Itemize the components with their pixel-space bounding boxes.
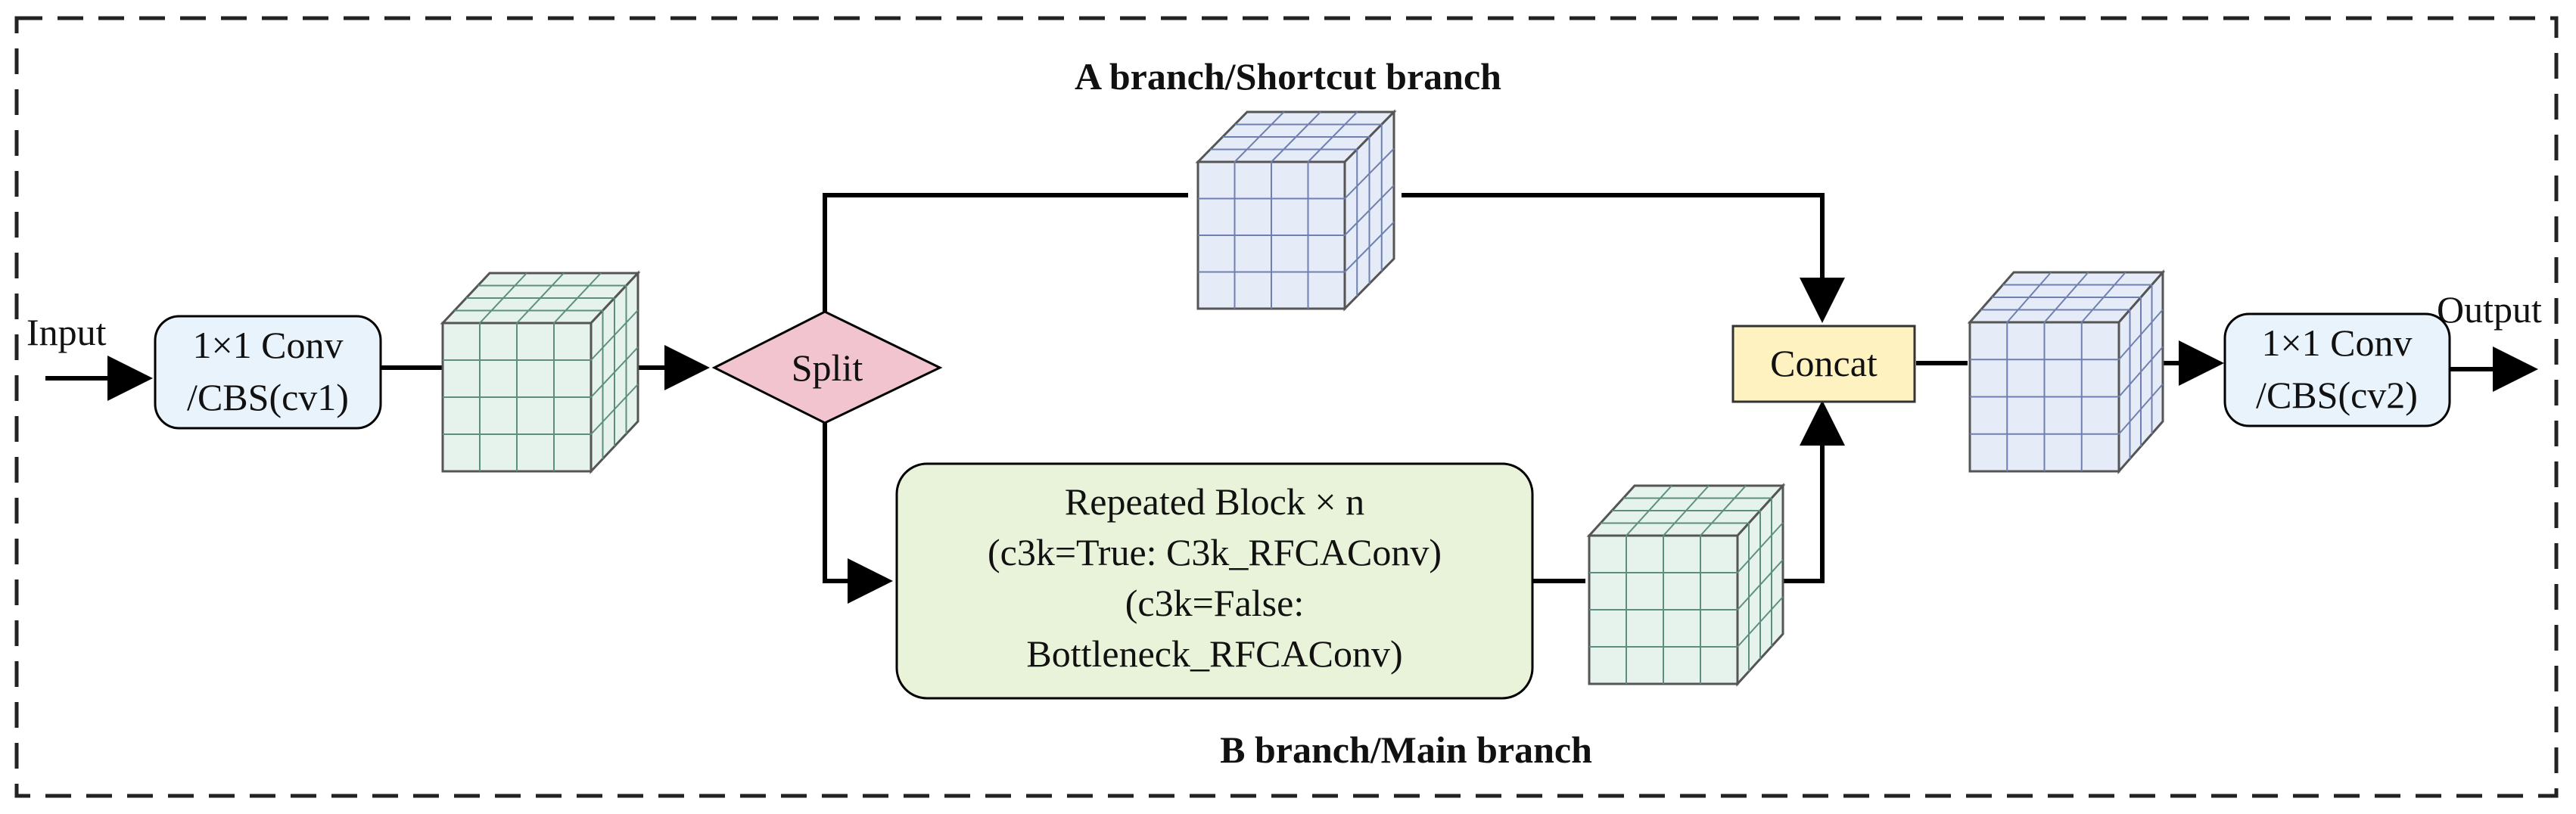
b-branch-title: B branch/Main branch (1220, 729, 1592, 771)
concat-label: Concat (1770, 342, 1878, 384)
repeated-line3: (c3k=False: (1125, 582, 1304, 624)
feature-map-cube-main-branch (1586, 483, 1786, 687)
feature-map-cube-after-cv1 (440, 270, 641, 474)
split-diamond: Split (711, 310, 943, 424)
concat-box: Concat (1731, 325, 1916, 403)
repeated-block-box: Repeated Block × n (c3k=True: C3k_RFCACo… (895, 462, 1534, 700)
feature-map-cube-after-concat (1967, 269, 2166, 474)
outer-dashed-border (14, 16, 2559, 798)
conv-cv2-box: 1×1 Conv /CBS(cv2) (2223, 312, 2451, 427)
output-label: Output (2437, 288, 2542, 331)
a-branch-title: A branch/Shortcut branch (1075, 55, 1501, 98)
cv2-line1: 1×1 Conv (2261, 322, 2412, 364)
split-label: Split (792, 346, 863, 389)
repeated-line4: Bottleneck_RFCAConv) (1026, 632, 1402, 675)
shortcut-to-concat-arrow (1402, 193, 1845, 323)
input-label: Input (26, 311, 107, 353)
connectors (45, 193, 2538, 604)
conv-cv1-box: 1×1 Conv /CBS(cv1) (154, 315, 382, 430)
split-to-shortcut-line (823, 193, 1188, 312)
repeated-line2: (c3k=True: C3k_RFCAConv) (988, 531, 1442, 573)
cv2-line2: /CBS(cv2) (2256, 374, 2418, 416)
feature-map-cube-shortcut (1195, 109, 1397, 312)
split-to-repeated-arrow (823, 423, 893, 604)
cv1-line1: 1×1 Conv (192, 324, 343, 366)
repeated-line1: Repeated Block × n (1065, 480, 1364, 523)
cv1-line2: /CBS(cv1) (187, 376, 349, 418)
